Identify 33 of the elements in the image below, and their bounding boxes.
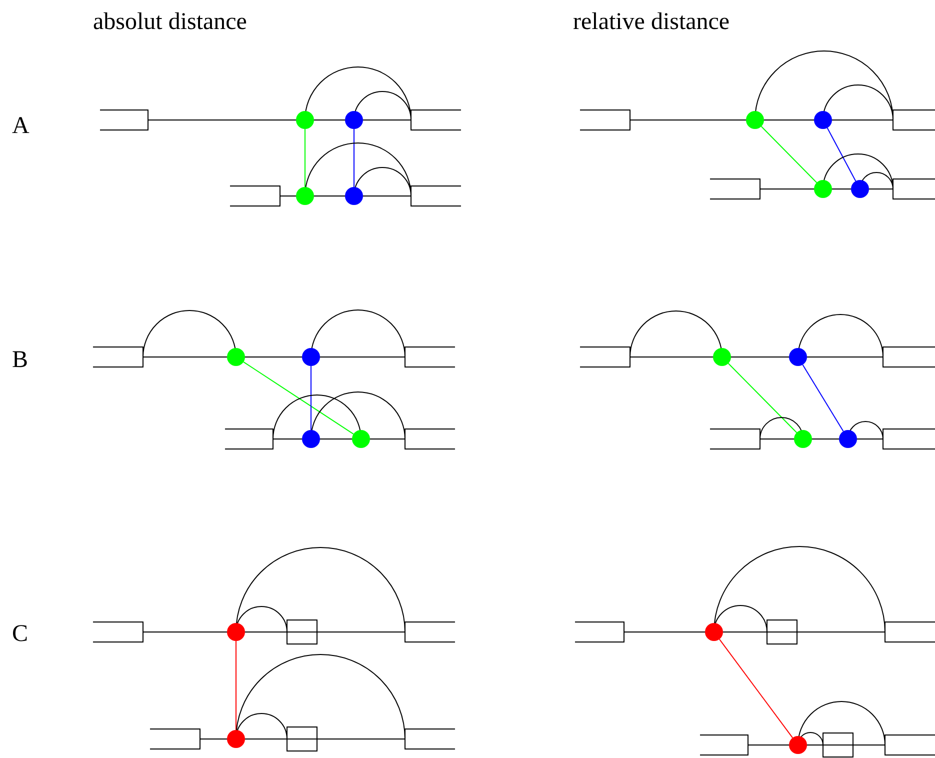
dot-node	[705, 623, 723, 641]
dot-node	[227, 623, 245, 641]
dot-node	[296, 187, 314, 205]
dot-node	[794, 430, 812, 448]
column-heading: absolut distance	[93, 8, 247, 36]
dot-node	[814, 180, 832, 198]
column-heading: relative distance	[573, 8, 730, 36]
dot-node	[296, 111, 314, 129]
row-label: A	[12, 112, 30, 140]
connector-line	[728, 362, 798, 434]
dot-node	[227, 348, 245, 366]
dot-node	[789, 348, 807, 366]
dot-node	[227, 730, 245, 748]
dot-node	[345, 111, 363, 129]
dot-node	[851, 180, 869, 198]
dot-node	[789, 736, 807, 754]
row-label: C	[12, 620, 28, 648]
connector-line	[826, 127, 856, 182]
connector-line	[243, 361, 354, 435]
dot-node	[345, 187, 363, 205]
connector-line	[304, 128, 306, 188]
dot-node	[302, 348, 320, 366]
dot-node	[814, 111, 832, 129]
dot-node	[746, 111, 764, 129]
dot-node	[302, 430, 320, 448]
connector-line	[718, 638, 794, 738]
dot-node	[352, 430, 370, 448]
connector-line	[760, 126, 818, 184]
dot-node	[839, 430, 857, 448]
dot-node	[713, 348, 731, 366]
connector-line	[802, 364, 844, 432]
row-label: B	[12, 346, 28, 374]
connector-line	[310, 366, 312, 430]
